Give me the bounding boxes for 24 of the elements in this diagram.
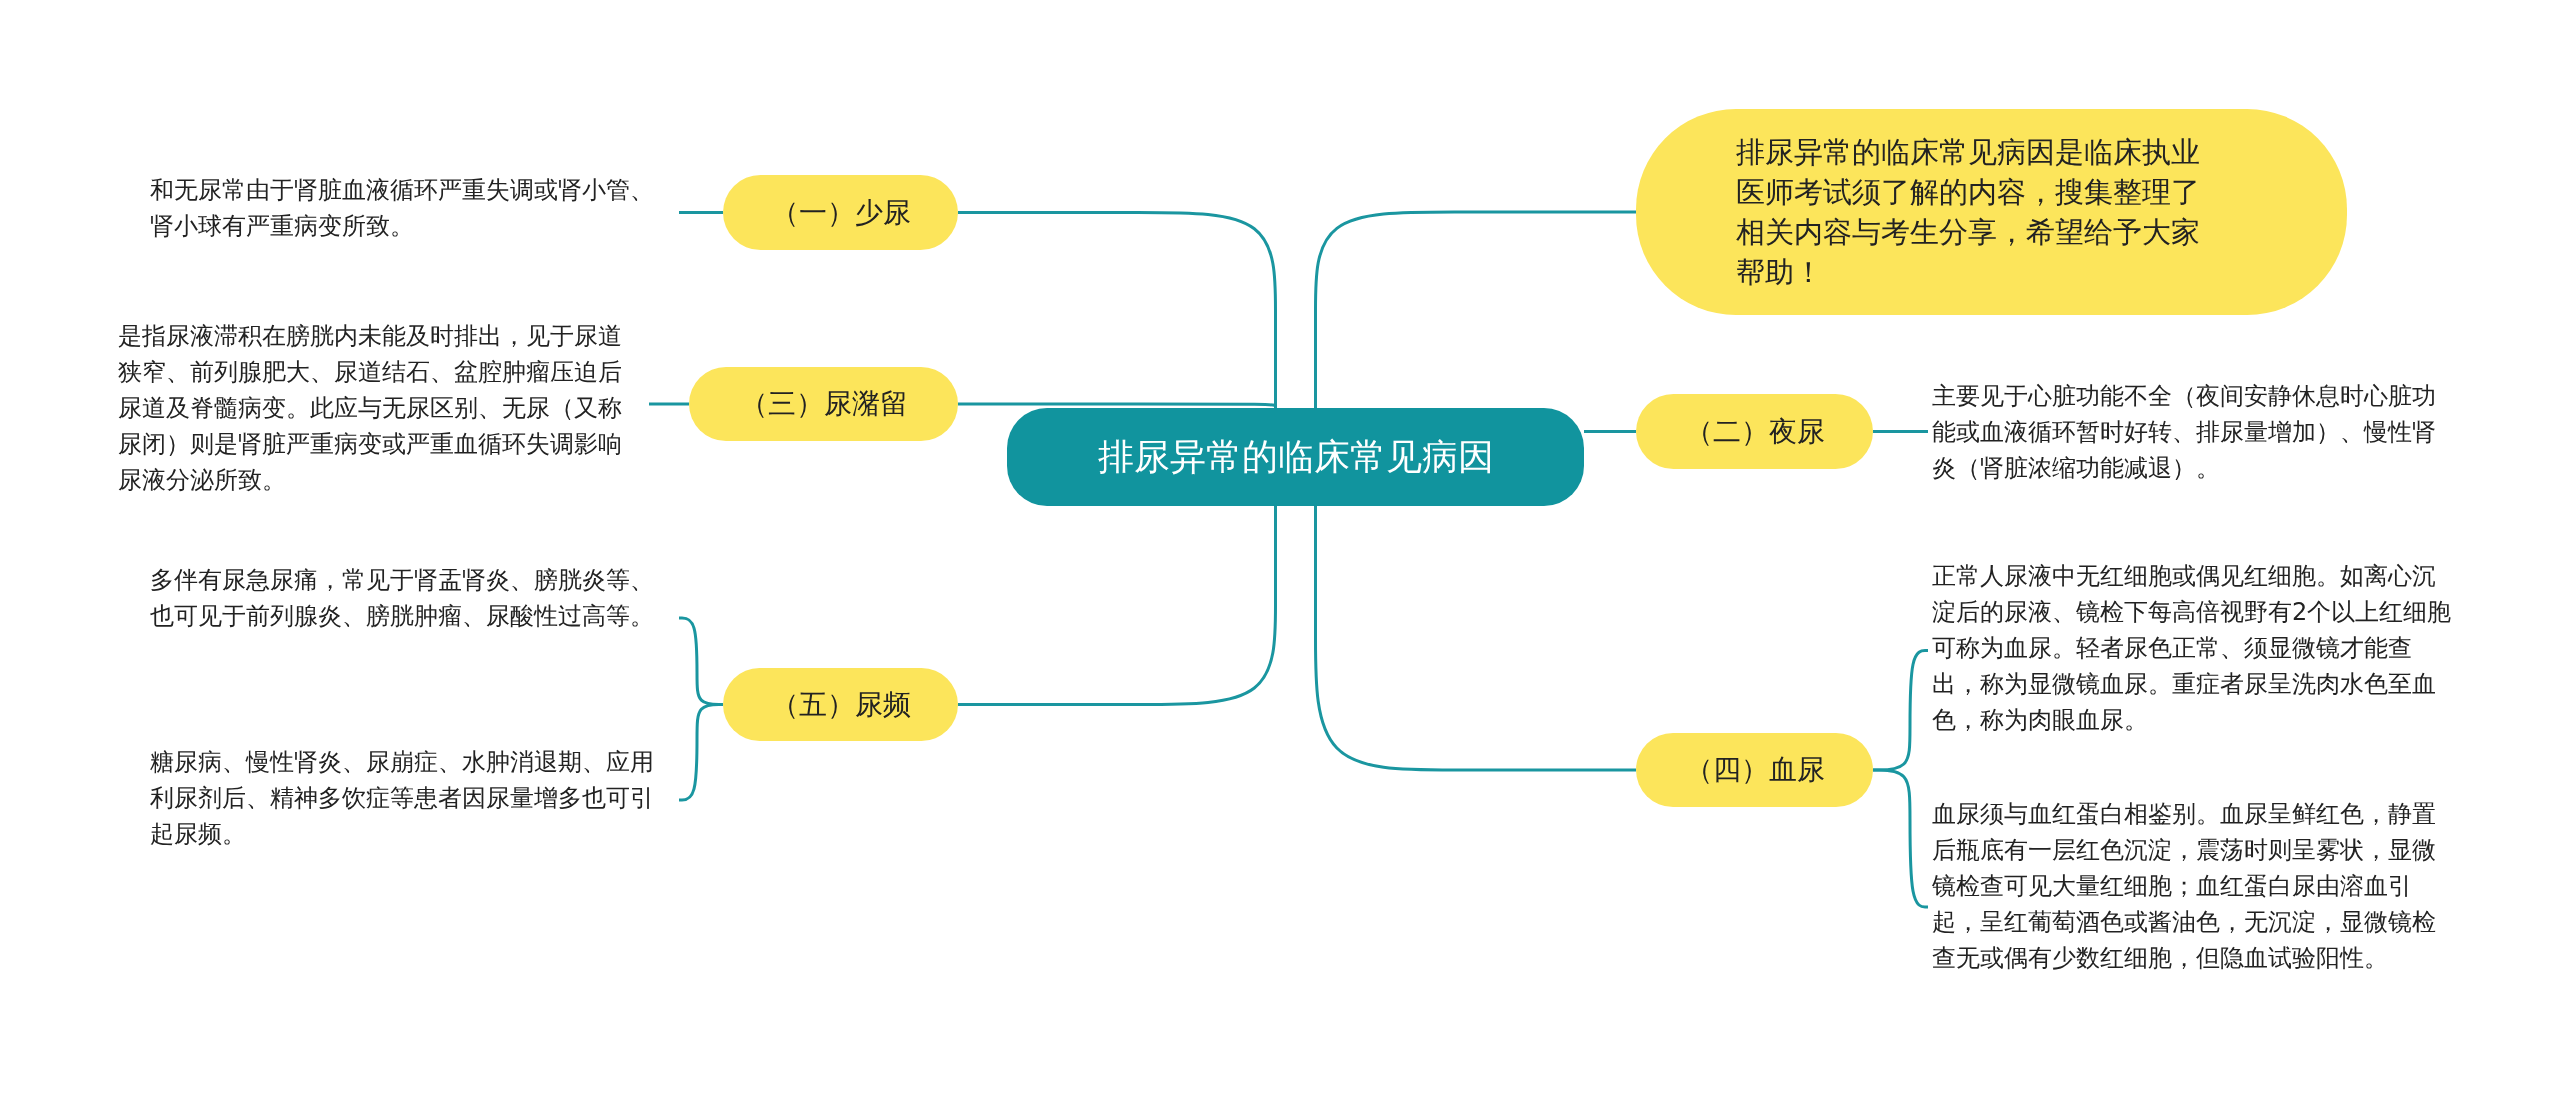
- topic-pill: （三）尿潴留: [689, 367, 958, 441]
- connector-line: [679, 211, 723, 214]
- connector-line: [1873, 430, 1928, 433]
- connector-line: [958, 506, 1277, 706]
- topic-pill: （二）夜尿: [1636, 394, 1873, 469]
- connector-line: [1314, 210, 1636, 408]
- central-topic: 排尿异常的临床常见病因: [1007, 408, 1584, 506]
- connector-line: [1873, 768, 1928, 909]
- note-text: 糖尿病、慢性肾炎、尿崩症、水肿消退期、应用利尿剂后、精神多饮症等患者因尿量增多也可引起尿频。: [150, 744, 675, 856]
- note-text: 是指尿液滞积在膀胱内未能及时排出，见于尿道狭窄、前列腺肥大、尿道结石、盆腔肿瘤压迫后尿道及脊髓病变。此应与无尿区别、无尿（又称尿闭）则是肾脏严重病变或严重血循环失调影响尿液分泌所致。: [118, 318, 645, 498]
- note-text: 主要见于心脏功能不全（夜间安静休息时心脏功能或血液循环暂时好转、排尿量增加）、慢性肾炎（肾脏浓缩功能减退）。: [1932, 378, 2457, 490]
- topic-pill: （五）尿频: [723, 668, 958, 741]
- intro-bubble: 排尿异常的临床常见病因是临床执业医师考试须了解的内容，搜集整理了相关内容与考生分享，希望给予大家帮助！: [1636, 109, 2347, 315]
- connector-line: [958, 211, 1277, 408]
- connector-line: [1314, 506, 1636, 772]
- connector-line: [1584, 430, 1636, 433]
- topic-pill: （一）少尿: [723, 175, 958, 250]
- note-text: 正常人尿液中无红细胞或偶见红细胞。如离心沉淀后的尿液、镜检下每高倍视野有2个以上红细胞可称为血尿。轻者尿色正常、须显微镜才能查出，称为显微镜血尿。重症者尿呈洗肉水色至血色，称为肉眼血尿。: [1932, 558, 2457, 743]
- topic-pill: （四）血尿: [1636, 733, 1873, 807]
- connector-line: [649, 402, 689, 406]
- note-text: 血尿须与血红蛋白相鉴别。血尿呈鲜红色，静置后瓶底有一层红色沉淀，震荡时则呈雾状，显微镜检查可见大量红细胞；血红蛋白尿由溶血引起，呈红葡萄酒色或酱油色，无沉淀，显微镜检查无或偶有少数红细胞，但隐血试验阳性。: [1932, 796, 2457, 1018]
- note-text: 多伴有尿急尿痛，常见于肾盂肾炎、膀胱炎等、也可见于前列腺炎、膀胱肿瘤、尿酸性过高等。: [150, 562, 675, 674]
- note-text: 和无尿常由于肾脏血液循环严重失调或肾小管、肾小球有严重病变所致。: [150, 172, 675, 247]
- connector-line: [958, 402, 1277, 410]
